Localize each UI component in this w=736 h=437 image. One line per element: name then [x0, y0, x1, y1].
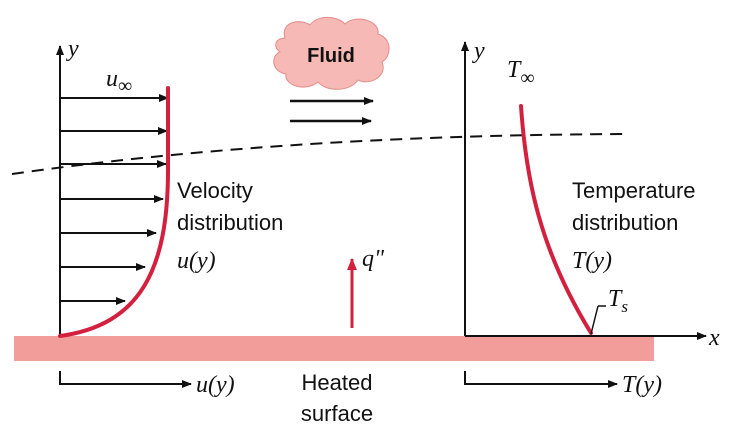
- heated-surface-line2: surface: [301, 401, 373, 426]
- fluid-cloud-icon: [273, 16, 390, 90]
- temperature-function-label: T(y): [572, 248, 612, 274]
- x-axis-label: x: [708, 325, 720, 351]
- velocity-distribution-line1: Velocity: [177, 178, 253, 203]
- t-s-leader: [590, 305, 599, 335]
- velocity-function-label: u(y): [177, 248, 216, 274]
- flow-arrows-icon: [290, 97, 374, 125]
- left-y-label: y: [66, 36, 79, 62]
- boundary-layer-edge: [11, 133, 626, 175]
- velocity-profile-curve: [58, 86, 170, 338]
- u-infinity-label: u∞: [106, 66, 132, 97]
- temperature-distribution-line2: distribution: [572, 210, 678, 235]
- heated-surface-plate: [14, 336, 654, 361]
- t-infinity-label: T∞: [507, 57, 535, 89]
- right-y-label: y: [472, 38, 485, 64]
- temperature-distribution-line1: Temperature: [572, 178, 696, 203]
- velocity-distribution-line2: distribution: [177, 210, 283, 235]
- heat-flux-label: q": [362, 246, 385, 272]
- velocity-arrows: [60, 94, 169, 305]
- t-axis-arrow: [464, 371, 618, 388]
- temperature-profile-curve: [519, 104, 593, 335]
- u-axis-label: u(y): [196, 372, 235, 398]
- heated-surface-line1: Heated: [302, 370, 373, 395]
- t-axis-label: T(y): [622, 372, 662, 398]
- fluid-label: Fluid: [307, 45, 355, 67]
- u-axis-arrow: [59, 371, 192, 388]
- t-s-label: Ts: [608, 286, 628, 316]
